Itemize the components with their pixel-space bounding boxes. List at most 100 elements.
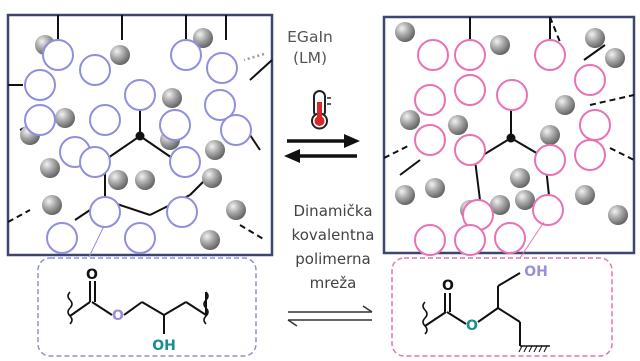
lm-droplet <box>42 195 62 215</box>
right-network-panel <box>382 15 636 256</box>
chain-segment <box>189 179 206 196</box>
lm-droplet <box>490 35 510 55</box>
right-hydroxyl: OH <box>524 264 548 280</box>
monomer-ring <box>454 134 486 166</box>
right-lm-droplets <box>395 22 628 225</box>
chain-segment-dashed <box>239 224 266 241</box>
chain-segment <box>139 135 176 161</box>
chain-segment <box>399 159 421 176</box>
monomer-ring <box>89 104 121 136</box>
left-crosslink-node <box>135 131 145 141</box>
monomer-ring <box>206 52 238 84</box>
right-molecule-structure <box>422 272 550 353</box>
lm-label-line1: EGaIn <box>287 28 333 46</box>
lm-droplet <box>135 170 155 190</box>
monomer-ring <box>169 146 201 178</box>
left-ester-o: O <box>112 308 124 324</box>
lm-label-line2: (LM) <box>293 49 327 67</box>
lm-pointer-line <box>243 52 265 62</box>
monomer-ring <box>414 84 446 116</box>
lm-droplet <box>110 45 130 65</box>
lm-droplet <box>40 158 60 178</box>
chain-segment-dashed <box>589 94 635 106</box>
double-arrow-icon <box>284 134 360 163</box>
lm-droplet <box>55 108 75 128</box>
monomer-ring <box>534 144 566 176</box>
monomer-ring <box>166 196 198 228</box>
caption-line4: mreža <box>310 274 357 292</box>
right-ester-o: O <box>466 318 478 334</box>
lm-droplet <box>205 140 225 160</box>
chain-segment-dashed <box>609 147 635 161</box>
lm-droplet <box>395 22 415 42</box>
left-monomer-rings <box>24 39 252 254</box>
caption-line1: Dinamička <box>293 202 372 220</box>
lm-droplet <box>425 178 445 198</box>
chain-segment <box>249 59 273 81</box>
right-molecule-callout <box>391 257 613 357</box>
monomer-ring <box>574 64 606 96</box>
thermometer-icon <box>311 90 331 130</box>
monomer-ring <box>220 114 252 146</box>
chain-segment <box>104 135 141 161</box>
right-carbonyl-o: O <box>442 278 454 294</box>
chain-segment-dashed <box>549 16 561 43</box>
lm-droplet <box>555 95 575 115</box>
right-callout-pointer <box>519 221 545 259</box>
lm-droplet <box>515 190 535 210</box>
lm-droplet <box>448 115 468 135</box>
monomer-ring <box>417 39 449 71</box>
monomer-ring <box>532 194 564 226</box>
right-monomer-rings <box>414 39 611 256</box>
monomer-ring <box>204 89 236 121</box>
lm-droplet <box>605 48 625 68</box>
monomer-ring <box>454 74 486 106</box>
monomer-ring <box>24 69 56 101</box>
left-callout-pointer <box>88 225 105 258</box>
monomer-ring <box>79 146 111 178</box>
lm-droplet <box>162 88 182 108</box>
lm-droplet <box>226 200 246 220</box>
lm-droplet <box>585 28 605 48</box>
lm-droplet <box>202 168 222 188</box>
monomer-ring <box>46 222 78 254</box>
monomer-ring <box>89 196 121 228</box>
chain-segment-dashed <box>383 144 411 159</box>
lm-droplet <box>540 125 560 145</box>
monomer-ring <box>496 79 528 111</box>
monomer-ring <box>574 139 606 171</box>
chain-segment <box>474 159 481 201</box>
left-hydroxyl: OH <box>152 338 176 354</box>
monomer-ring <box>124 79 156 111</box>
lm-droplet <box>510 168 530 188</box>
left-carbonyl-o: O <box>86 267 98 283</box>
monomer-ring <box>454 39 486 71</box>
left-molecule-callout <box>37 257 257 357</box>
left-network-panel <box>6 13 274 257</box>
monomer-ring <box>42 39 74 71</box>
chain-segment <box>583 44 606 61</box>
exchange-arrows-icon <box>287 305 373 327</box>
left-molecule-structure <box>67 281 209 334</box>
monomer-ring <box>170 39 202 71</box>
monomer-ring <box>454 224 486 256</box>
lm-droplet <box>575 185 595 205</box>
lm-droplet <box>490 195 510 215</box>
lm-droplet <box>608 205 628 225</box>
monomer-ring <box>534 39 566 71</box>
caption-line3: polimerna <box>295 250 370 268</box>
monomer-ring <box>414 224 446 256</box>
lm-droplet <box>395 185 415 205</box>
monomer-ring <box>579 109 611 141</box>
lm-droplet <box>200 230 220 250</box>
right-crosslink-node <box>506 133 516 143</box>
monomer-ring <box>414 124 446 156</box>
monomer-ring <box>159 109 191 141</box>
lm-droplet <box>193 28 213 48</box>
lm-droplet <box>108 170 128 190</box>
monomer-ring <box>79 54 111 86</box>
chain-segment-dashed <box>7 209 31 223</box>
caption-line2: kovalentna <box>292 226 375 244</box>
lm-droplet <box>400 110 420 130</box>
